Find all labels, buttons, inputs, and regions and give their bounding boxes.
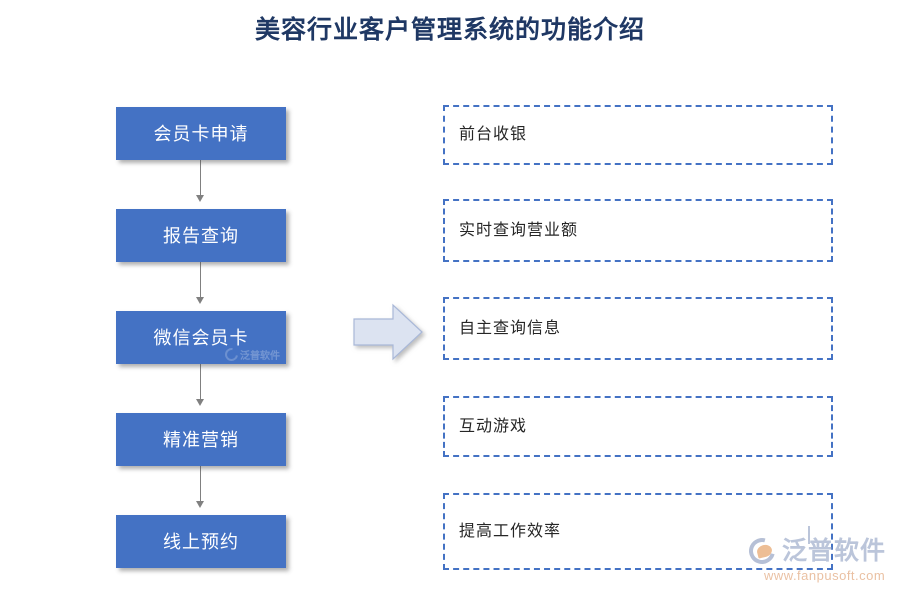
flow-connector-arrow-icon (196, 399, 204, 406)
feature-label: 前台收银 (459, 126, 528, 143)
flow-node-label: 线上预约 (163, 531, 239, 552)
flow-node-label: 报告查询 (163, 225, 239, 246)
flow-connector-arrow-icon (196, 195, 204, 202)
flow-connector-line (200, 364, 201, 399)
feature-label: 互动游戏 (459, 417, 528, 435)
flow-connector-arrow-icon (196, 297, 204, 304)
page-title: 美容行业客户管理系统的功能介绍 (254, 17, 645, 44)
flow-node-report-query[interactable]: 报告查询 (116, 209, 286, 262)
flow-node-label: 微信会员卡 (153, 327, 249, 348)
feature-box-interactive-games[interactable]: 互动游戏 (443, 396, 833, 457)
flow-node-label: 精准营销 (163, 429, 239, 450)
feature-box-improve-efficiency[interactable]: 提高工作效率 (443, 493, 833, 570)
flow-node-precision-marketing[interactable]: 精准营销 (116, 413, 286, 466)
flow-node-wechat-membership-card[interactable]: 微信会员卡 泛普软件 (116, 311, 286, 364)
flow-node-label: 会员卡申请 (153, 123, 249, 144)
flow-connector-arrow-icon (196, 501, 204, 508)
flow-connector-line (200, 466, 201, 501)
feature-label: 自主查询信息 (459, 319, 562, 337)
flow-node-membership-card-apply[interactable]: 会员卡申请 (116, 107, 286, 160)
flow-node-online-booking[interactable]: 线上预约 (116, 515, 286, 568)
process-flow-column: 会员卡申请 报告查询 微信会员卡 泛普软件 精准营销 线上预约 (0, 0, 320, 600)
feature-label: 实时查询营业额 (459, 221, 579, 239)
feature-box-self-service-query[interactable]: 自主查询信息 (443, 297, 833, 360)
right-arrow-icon (352, 303, 424, 361)
feature-box-realtime-revenue-query[interactable]: 实时查询营业额 (443, 199, 833, 262)
flow-connector-line (200, 262, 201, 297)
feature-box-front-desk-cashier[interactable]: 前台收银 (443, 105, 833, 165)
flow-connector-line (200, 160, 201, 195)
feature-label: 提高工作效率 (459, 522, 562, 540)
